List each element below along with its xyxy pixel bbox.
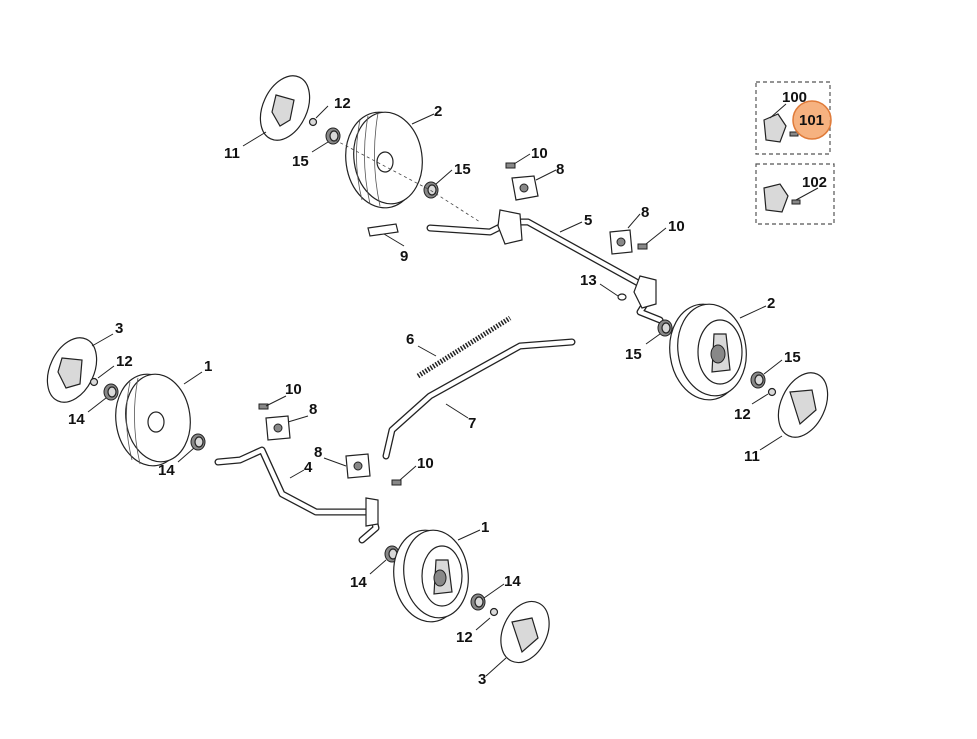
- callout-14-bottom-left: 14: [350, 574, 367, 591]
- callout-15-right-left: 15: [625, 346, 642, 363]
- bushing-14-left-low: [190, 433, 206, 451]
- washer-12-left: [89, 377, 99, 387]
- wheel-2-right: [669, 303, 747, 401]
- wheel-1-left: [115, 373, 191, 467]
- callout-8-mid: 8: [309, 401, 317, 418]
- callout-9: 9: [400, 248, 408, 265]
- callout-15-right: 15: [784, 349, 801, 366]
- hub-cap-right: [777, 372, 829, 438]
- callout-15-top-mid: 15: [454, 161, 471, 178]
- bushing-15-right: [750, 371, 766, 389]
- callout-14-left: 14: [68, 411, 85, 428]
- callout-102: 102: [802, 174, 827, 191]
- washer-12-bottom: [489, 607, 499, 617]
- bracket-8-mid: [265, 415, 291, 441]
- bracket-8-right: [609, 229, 633, 255]
- callout-5: 5: [584, 212, 592, 229]
- rod-7: [382, 338, 576, 460]
- axle-4: [214, 446, 380, 544]
- callout-1-left: 1: [204, 358, 212, 375]
- callout-3-bottom: 3: [478, 671, 486, 688]
- bushing-15-right-left: [657, 319, 673, 337]
- callout-100: 100: [782, 89, 807, 106]
- hub-cap-top-left: [259, 75, 311, 141]
- callout-2-right: 2: [767, 295, 775, 312]
- bushing-15-top-mid: [423, 181, 439, 199]
- leader-lines: [87, 103, 819, 677]
- axle-5: [426, 209, 664, 324]
- callout-11-top: 11: [224, 145, 240, 162]
- grip-9: [367, 223, 399, 237]
- screw-10-mid: [258, 403, 269, 410]
- callout-3-left: 3: [115, 320, 123, 337]
- hub-cap-3-bottom: [500, 600, 550, 664]
- hub-cap-3-left: [46, 337, 98, 403]
- washer-12-top: [308, 117, 318, 127]
- callout-1-bottom: 1: [481, 519, 489, 536]
- callout-10-right: 10: [668, 218, 685, 235]
- callout-2-top: 2: [434, 103, 442, 120]
- wheel-2-top: [345, 111, 423, 209]
- callout-8-right: 8: [641, 204, 649, 221]
- wheel-1-bottom: [393, 529, 469, 623]
- inset-box-100-101: [755, 81, 831, 155]
- callout-10-low: 10: [417, 455, 434, 472]
- highlight-101: [792, 100, 832, 140]
- bushing-14-left: [103, 383, 119, 401]
- callout-13: 13: [580, 272, 597, 289]
- callout-15-top-left: 15: [292, 153, 309, 170]
- pin-13: [617, 293, 627, 301]
- callout-12-bottom: 12: [456, 629, 473, 646]
- callout-7: 7: [468, 415, 476, 432]
- washer-12-right: [767, 387, 777, 397]
- callout-10-mid: 10: [285, 381, 302, 398]
- bracket-8-top: [511, 175, 539, 201]
- screw-10-right: [637, 243, 648, 250]
- callout-12-top: 12: [334, 95, 351, 112]
- callout-10-top: 10: [531, 145, 548, 162]
- screw-10-low: [391, 479, 402, 486]
- bushing-15-top-left: [325, 127, 341, 145]
- callout-12-right: 12: [734, 406, 751, 423]
- spring-6: [416, 315, 512, 379]
- bushing-14-bottom-right: [470, 593, 486, 611]
- callout-8-top: 8: [556, 161, 564, 178]
- callout-12-left: 12: [116, 353, 133, 370]
- callout-11-right: 11: [744, 448, 760, 465]
- callout-14-left-low: 14: [158, 462, 175, 479]
- callout-101: 101: [799, 112, 824, 129]
- callout-8-low: 8: [314, 444, 322, 461]
- screw-10-top: [505, 162, 516, 169]
- inset-box-102: [755, 163, 835, 225]
- callout-6: 6: [406, 331, 414, 348]
- bracket-8-low: [345, 453, 371, 479]
- callout-14-bottom-right: 14: [504, 573, 521, 590]
- callout-4: 4: [304, 459, 313, 476]
